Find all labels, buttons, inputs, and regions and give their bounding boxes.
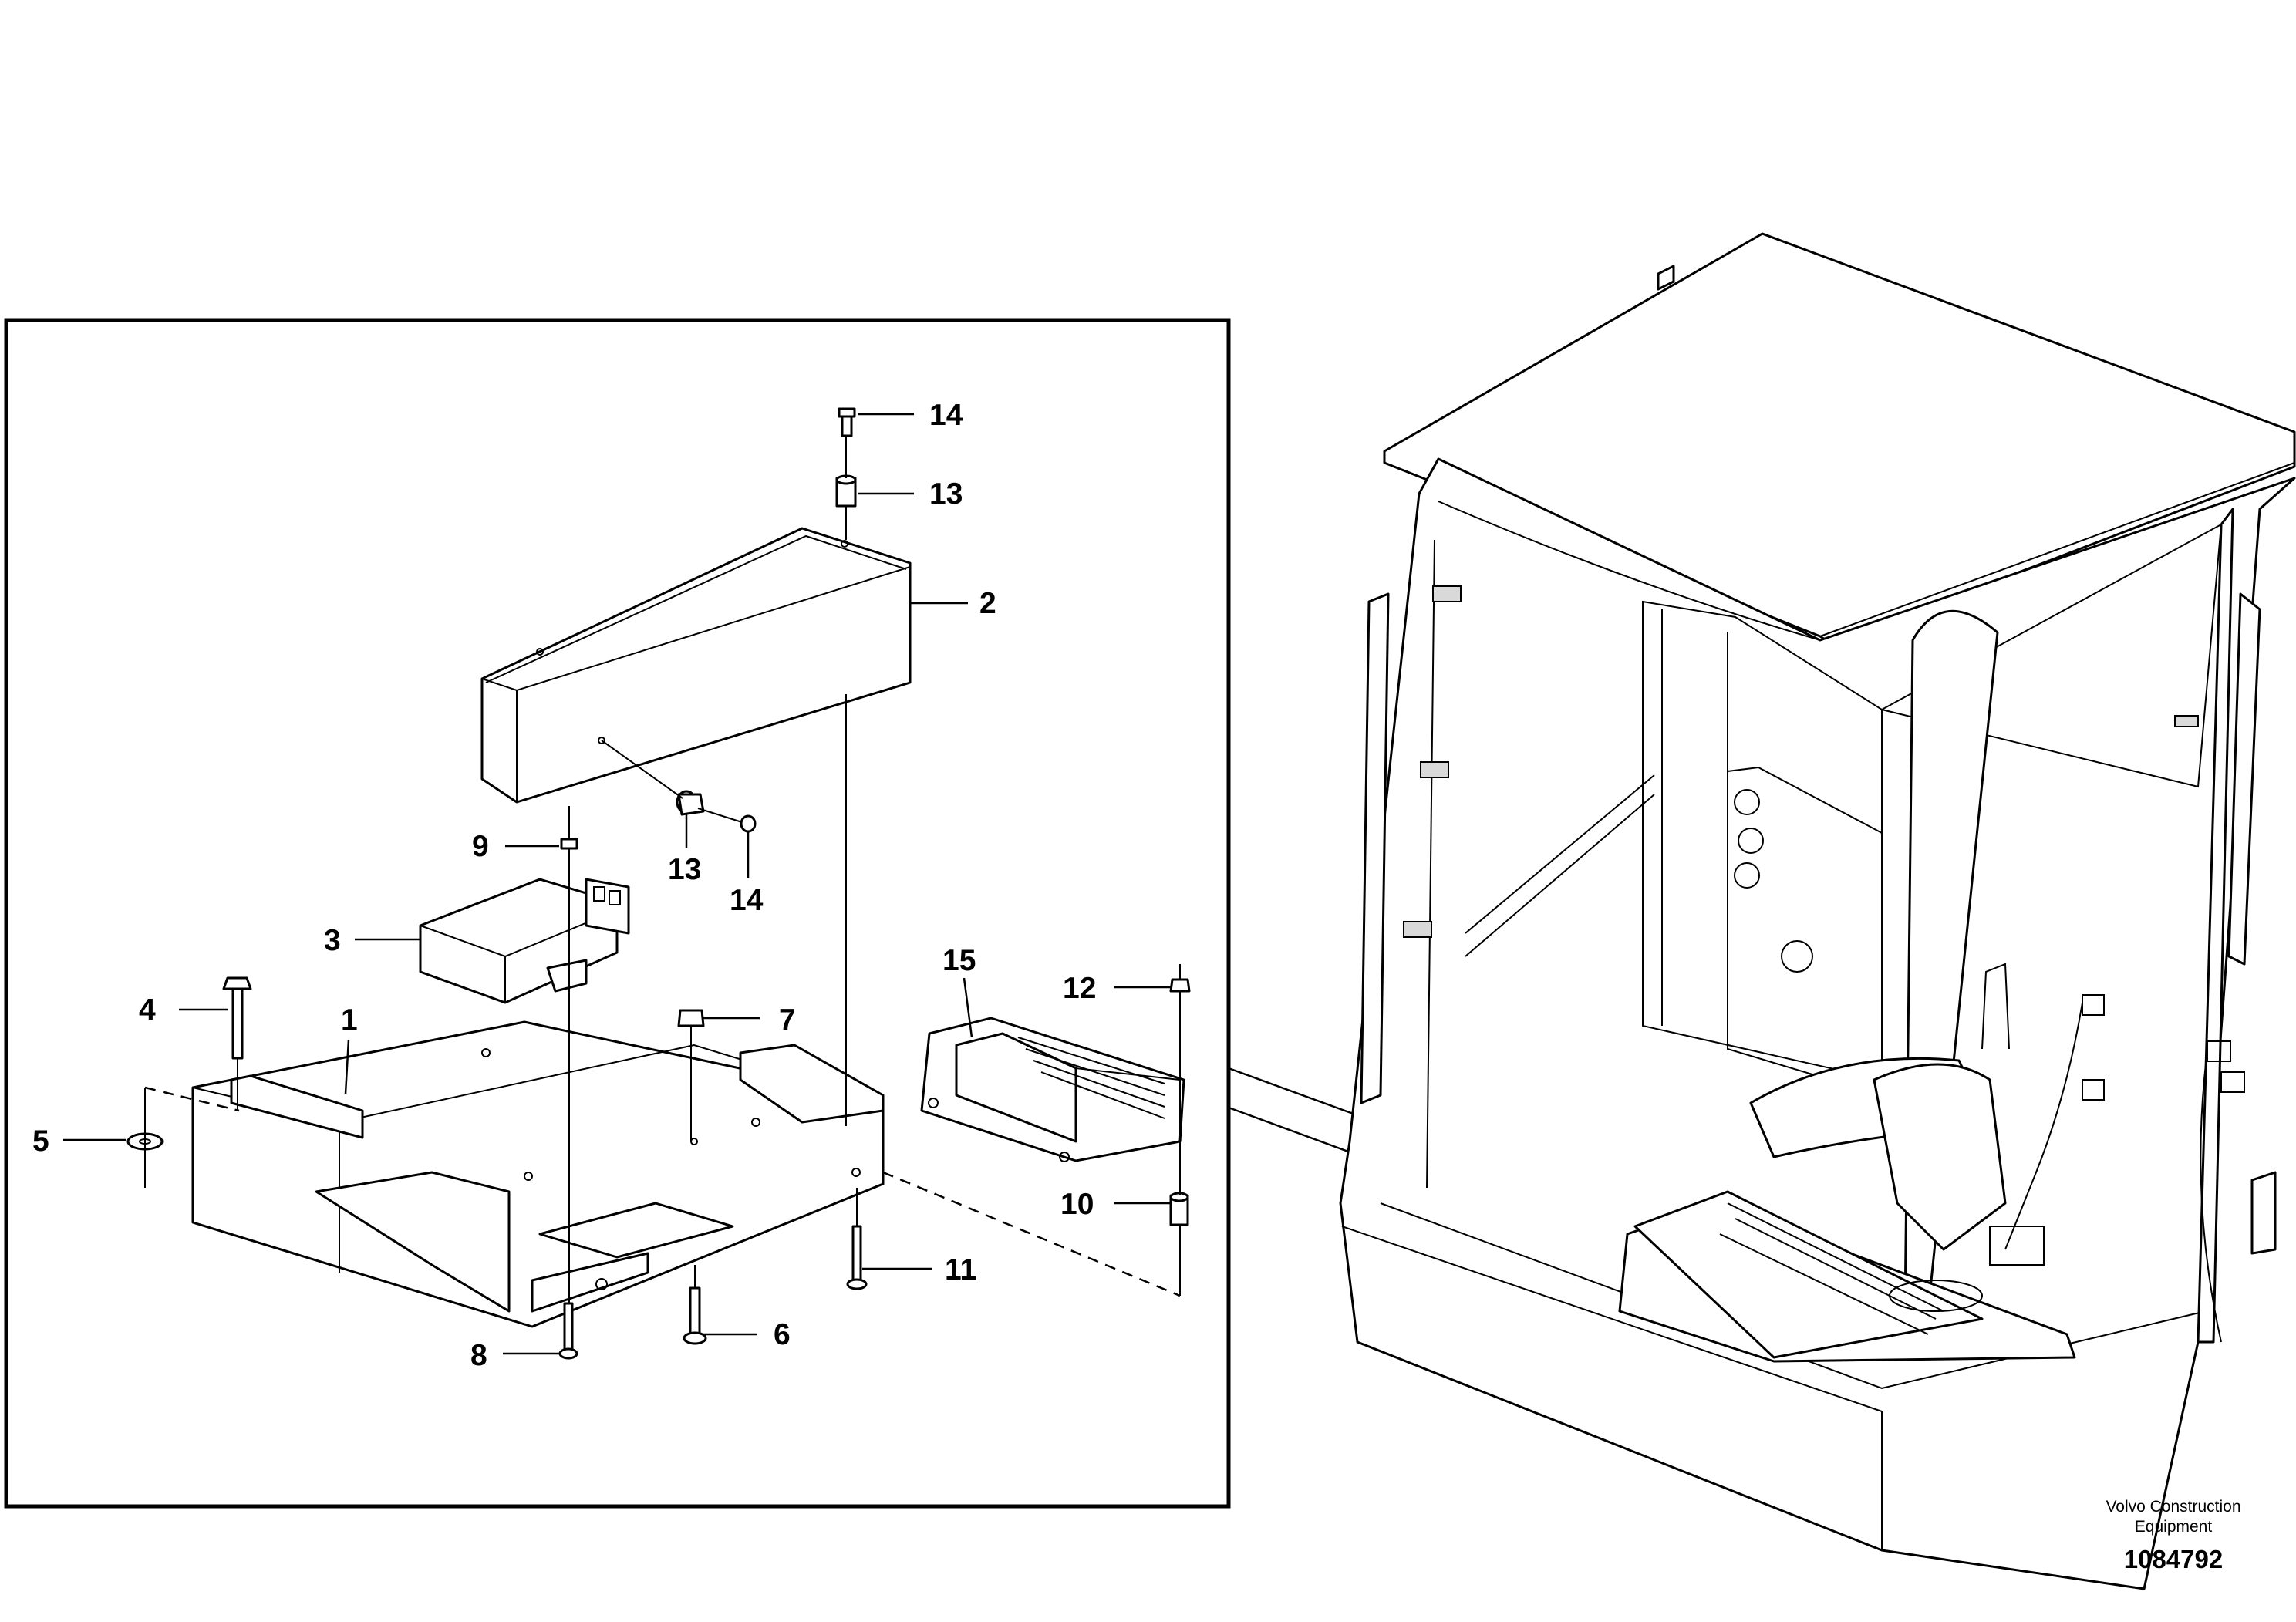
screw-4 xyxy=(222,976,252,1060)
footer: Volvo Construction Equipment 1084792 xyxy=(2106,1498,2240,1573)
callout-12: 12 xyxy=(1063,972,1096,1005)
callout-11: 11 xyxy=(945,1253,976,1286)
callout-8: 8 xyxy=(470,1339,487,1372)
screw-11 xyxy=(846,1225,868,1290)
detail-frame xyxy=(4,318,1231,1509)
cab-overview xyxy=(1339,232,2296,1590)
brand-line-2: Equipment xyxy=(2135,1518,2213,1536)
control-unit-part-3 xyxy=(419,878,630,1004)
callout-13-mid: 13 xyxy=(668,853,701,886)
callout-labels: 14 13 2 9 13 14 3 15 12 4 1 7 5 10 11 6 … xyxy=(32,399,1096,1372)
leader-lines xyxy=(63,413,1171,1355)
callout-3: 3 xyxy=(324,924,341,957)
callout-6: 6 xyxy=(774,1318,791,1351)
document-number: 1084792 xyxy=(2124,1545,2223,1573)
callout-7: 7 xyxy=(779,1003,796,1037)
callout-15: 15 xyxy=(942,944,976,977)
fastener-14b xyxy=(740,814,757,833)
assembly-axes xyxy=(144,436,1181,1303)
callout-1: 1 xyxy=(341,1003,358,1037)
callout-10: 10 xyxy=(1060,1188,1094,1221)
spacer-13a xyxy=(835,474,857,508)
cover-part-2 xyxy=(480,527,912,804)
ecu-part-15 xyxy=(920,1017,1185,1162)
fastener-14a xyxy=(838,407,856,437)
nut-9 xyxy=(560,838,578,850)
callout-14-mid: 14 xyxy=(730,884,764,917)
nut-7 xyxy=(677,1009,705,1027)
brand-line-1: Volvo Construction xyxy=(2106,1498,2240,1516)
callout-13-top: 13 xyxy=(929,477,963,511)
spacer-10 xyxy=(1169,1192,1189,1226)
callout-4: 4 xyxy=(139,993,156,1027)
callout-5: 5 xyxy=(32,1125,49,1158)
bracket-part-1 xyxy=(191,1020,885,1328)
nut-12 xyxy=(1169,978,1191,993)
callout-14-top: 14 xyxy=(929,399,963,432)
callout-2: 2 xyxy=(979,587,996,620)
spacer-13b xyxy=(676,790,705,816)
screw-6 xyxy=(683,1286,707,1345)
callout-9: 9 xyxy=(472,830,489,863)
